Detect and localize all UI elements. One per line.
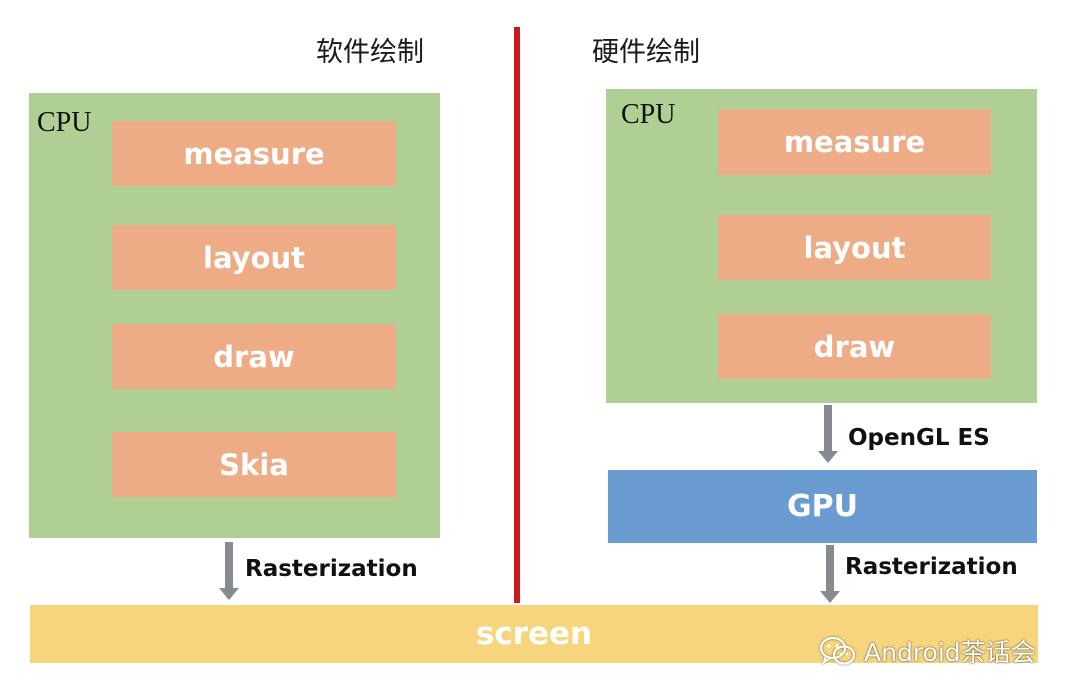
watermark: Android茶话会 xyxy=(818,633,1036,669)
software-cpu-label: CPU xyxy=(37,107,92,138)
hardware-opengl-label: OpenGL ES xyxy=(848,425,990,451)
hardware-step-draw: draw xyxy=(718,314,991,379)
software-step-measure: measure xyxy=(112,121,396,186)
hardware-rasterization-arrow xyxy=(820,545,840,603)
screen-bar: screen xyxy=(30,605,1038,663)
software-step-skia: Skia xyxy=(112,432,396,497)
watermark-text: Android茶话会 xyxy=(864,638,1036,667)
software-rasterization-arrow xyxy=(219,542,239,600)
software-step-draw: draw xyxy=(112,324,396,389)
software-step-layout: layout xyxy=(112,225,396,290)
hardware-cpu-label: CPU xyxy=(621,99,676,130)
hardware-render-title: 硬件绘制 xyxy=(592,37,700,68)
gpu-bar: GPU xyxy=(608,470,1037,543)
hardware-cpu-panel: CPU measure layout draw xyxy=(606,89,1037,403)
divider-line xyxy=(514,27,520,603)
software-cpu-panel: CPU measure layout draw Skia xyxy=(29,93,440,538)
wechat-icon xyxy=(819,636,856,665)
hardware-step-layout: layout xyxy=(718,215,991,280)
hardware-opengl-arrow xyxy=(818,405,838,463)
software-rasterization-label: Rasterization xyxy=(245,556,418,582)
software-render-title: 软件绘制 xyxy=(316,37,424,68)
hardware-step-measure: measure xyxy=(718,109,991,175)
hardware-rasterization-label: Rasterization xyxy=(845,554,1018,580)
